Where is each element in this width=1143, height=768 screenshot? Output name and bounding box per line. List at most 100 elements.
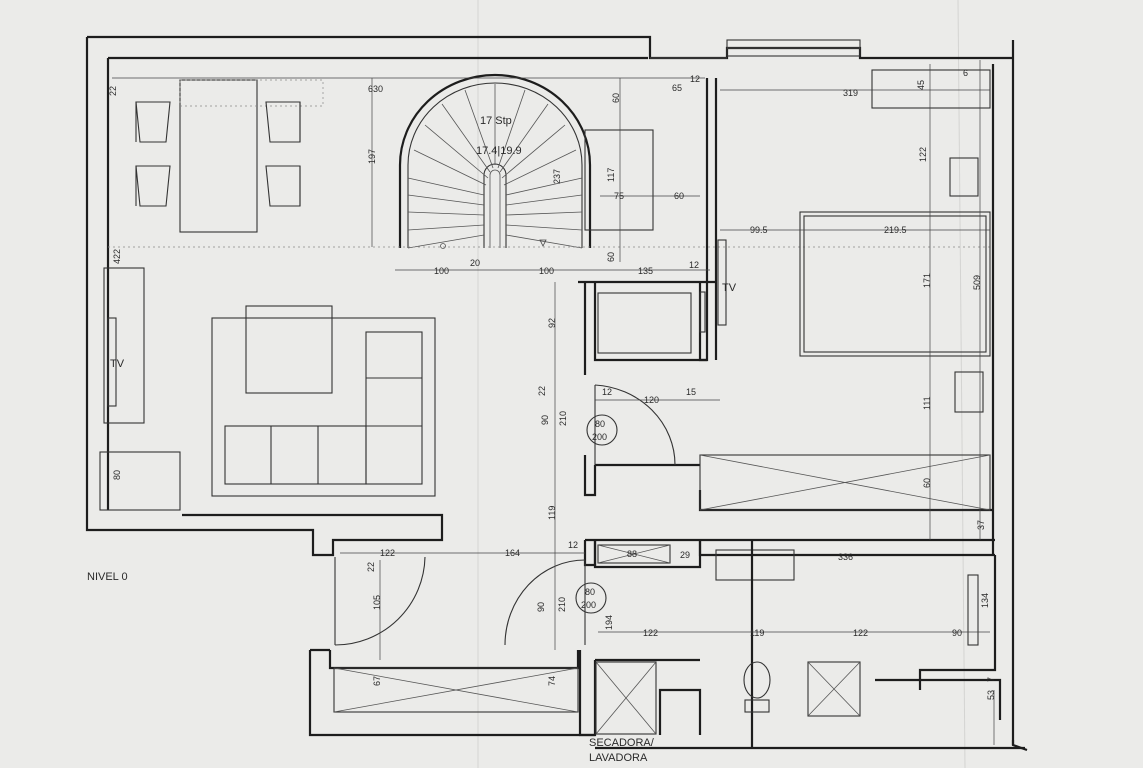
door-entrance	[334, 556, 426, 646]
dim-119-bath: 119	[750, 628, 764, 638]
shower-tray	[597, 544, 671, 564]
double-bed	[799, 211, 991, 357]
nightstand-bottom	[954, 371, 984, 413]
exterior-walls	[85, 35, 1028, 752]
dim-37: 37	[976, 520, 986, 530]
dresser	[871, 69, 991, 109]
dim-122-bath-left: 122	[643, 628, 658, 638]
dim-237: 237	[552, 169, 562, 184]
door-bedroom-height: 200	[592, 432, 607, 442]
dim-60-top: 60	[611, 93, 621, 103]
l-sofa	[211, 317, 436, 497]
dim-194: 194	[604, 615, 614, 630]
dim-29: 29	[680, 550, 690, 560]
shower-bathroom	[807, 661, 861, 717]
dim-88: 88	[627, 549, 637, 559]
dim-22-entrance: 22	[366, 562, 376, 572]
dim-219-5: 219.5	[884, 225, 907, 235]
tv-label-bedroom: TV	[722, 282, 737, 294]
dim-134: 134	[980, 593, 990, 608]
dim-120: 120	[644, 395, 659, 405]
dim-12: 12	[690, 74, 700, 84]
coffee-table	[245, 305, 333, 394]
dim-122-bed: 122	[918, 147, 928, 162]
dim-210-bath: 210	[557, 597, 567, 612]
dim-65: 65	[672, 83, 682, 93]
dim-20: 20	[470, 258, 480, 268]
door-bathroom-width: 80	[585, 587, 595, 597]
tv-label-living: TV	[110, 358, 125, 370]
nightstand-top	[949, 157, 979, 197]
dim-509: 509	[972, 275, 982, 290]
dim-22: 22	[108, 86, 118, 96]
dim-319: 319	[843, 88, 858, 98]
storage-box	[597, 292, 692, 354]
dim-99-5: 99.5	[750, 225, 768, 235]
laundry-label-line1: SECADORA/	[589, 737, 655, 749]
level-label: NIVEL 0	[87, 571, 128, 583]
dim-117: 117	[606, 168, 616, 182]
dim-12-d: 12	[568, 540, 578, 550]
door-bedroom-tag	[586, 414, 618, 446]
dim-92: 92	[547, 318, 557, 328]
dim-6: 6	[963, 68, 968, 78]
dim-15: 15	[686, 387, 696, 397]
dim-119-hall: 119	[547, 506, 557, 520]
laundry-label-line2: LAVADORA	[589, 752, 648, 764]
dim-12-c: 12	[602, 387, 612, 397]
dining-chairs	[135, 101, 301, 207]
dim-12-b: 12	[689, 260, 699, 270]
door-bedroom	[594, 384, 676, 466]
dim-122-bath-right: 122	[853, 628, 868, 638]
desk-bedroom	[584, 129, 654, 231]
dim-74: 74	[547, 676, 557, 686]
dim-80: 80	[112, 470, 122, 480]
dim-7: 7	[986, 677, 996, 682]
dim-75: 75	[614, 191, 624, 201]
wardrobe	[699, 454, 991, 511]
dim-630: 630	[368, 84, 383, 94]
dim-336: 336	[838, 552, 853, 562]
dim-111: 111	[922, 396, 932, 410]
spiral-staircase	[398, 73, 592, 249]
door-bathroom-tag	[575, 582, 607, 614]
toilet	[743, 661, 771, 713]
stairs-riser-tread: 17.4|19.9	[476, 145, 522, 157]
dim-60-stair: 60	[606, 252, 616, 262]
towel-rail	[967, 574, 979, 646]
door-bathroom-height: 200	[581, 600, 596, 610]
dim-422: 422	[112, 249, 122, 264]
dim-60-wardrobe: 60	[922, 478, 932, 488]
dim-100-left: 100	[434, 266, 449, 276]
dim-90-door: 90	[540, 415, 550, 425]
door-bedroom-width: 80	[595, 419, 605, 429]
dim-164: 164	[505, 548, 520, 558]
stairs-step-count: 17 Stp	[480, 115, 512, 127]
dim-171: 171	[922, 273, 932, 288]
dim-45: 45	[916, 80, 926, 90]
dining-table	[179, 79, 324, 233]
dim-197: 197	[367, 149, 377, 164]
dim-105: 105	[372, 595, 382, 610]
tv-panel-bedroom	[699, 291, 706, 333]
tv-unit-living	[103, 267, 145, 424]
dim-90-bath-right: 90	[952, 628, 962, 638]
dim-60-mid: 60	[674, 191, 684, 201]
window-top	[650, 39, 861, 59]
dim-122-hall: 122	[380, 548, 395, 558]
door-bathroom	[504, 559, 586, 646]
washer-dryer	[595, 661, 657, 735]
dim-22-mid: 22	[537, 386, 547, 396]
interior-walls	[578, 78, 1002, 737]
dim-53: 53	[986, 690, 996, 700]
hall-storage	[333, 667, 579, 713]
bathroom-counter	[715, 549, 795, 581]
dim-67: 67	[372, 676, 382, 686]
dimension-lines	[112, 60, 995, 745]
tv-stand-bedroom	[717, 239, 727, 326]
cabinet-living	[99, 451, 181, 511]
dim-135: 135	[638, 266, 653, 276]
paper-fold-line	[957, 0, 966, 768]
